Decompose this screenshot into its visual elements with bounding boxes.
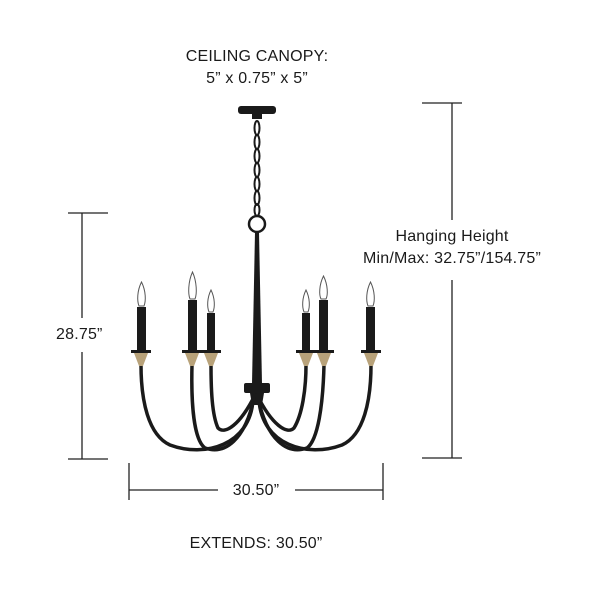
canopy-title: CEILING CANOPY: (185, 48, 329, 65)
extends-label: EXTENDS: 30.50” (189, 535, 323, 552)
hanging-height-title: Hanging Height (395, 228, 509, 245)
canopy-size: 5” x 0.75” x 5” (206, 70, 308, 87)
width-dimension-label: 30.50” (232, 482, 280, 499)
chandelier (131, 106, 381, 452)
stem-hub (244, 383, 270, 393)
hanging-height-minmax: Min/Max: 32.75”/154.75” (362, 250, 542, 267)
candle-sleeves (137, 300, 375, 351)
canopy-hook (252, 113, 262, 119)
center-stem (252, 232, 262, 384)
top-loop (247, 214, 267, 234)
canopy (238, 106, 276, 114)
dimension-lines (68, 102, 462, 500)
bulbs (137, 270, 375, 313)
height-dimension-label: 28.75” (56, 326, 103, 343)
arms (139, 363, 373, 452)
candle-cups (131, 350, 381, 366)
chain (253, 120, 261, 217)
